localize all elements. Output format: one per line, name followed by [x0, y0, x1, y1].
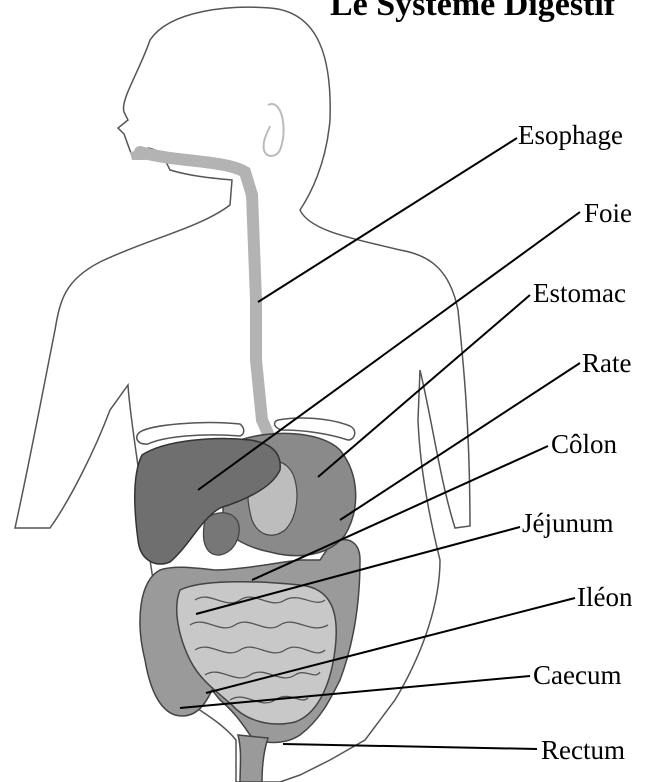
label-rate: Rate: [582, 350, 631, 377]
label-jejunum: Jéjunum: [522, 510, 614, 537]
label-rectum: Rectum: [541, 737, 625, 764]
label-caecum: Caecum: [533, 662, 621, 689]
label-colon: Côlon: [551, 431, 617, 458]
label-estomac: Estomac: [533, 280, 626, 307]
label-foie: Foie: [584, 200, 632, 227]
label-esophage: Esophage: [518, 122, 623, 149]
diagram-title: Le Système Digestif: [330, 0, 663, 24]
label-ileon: Iléon: [577, 584, 632, 611]
